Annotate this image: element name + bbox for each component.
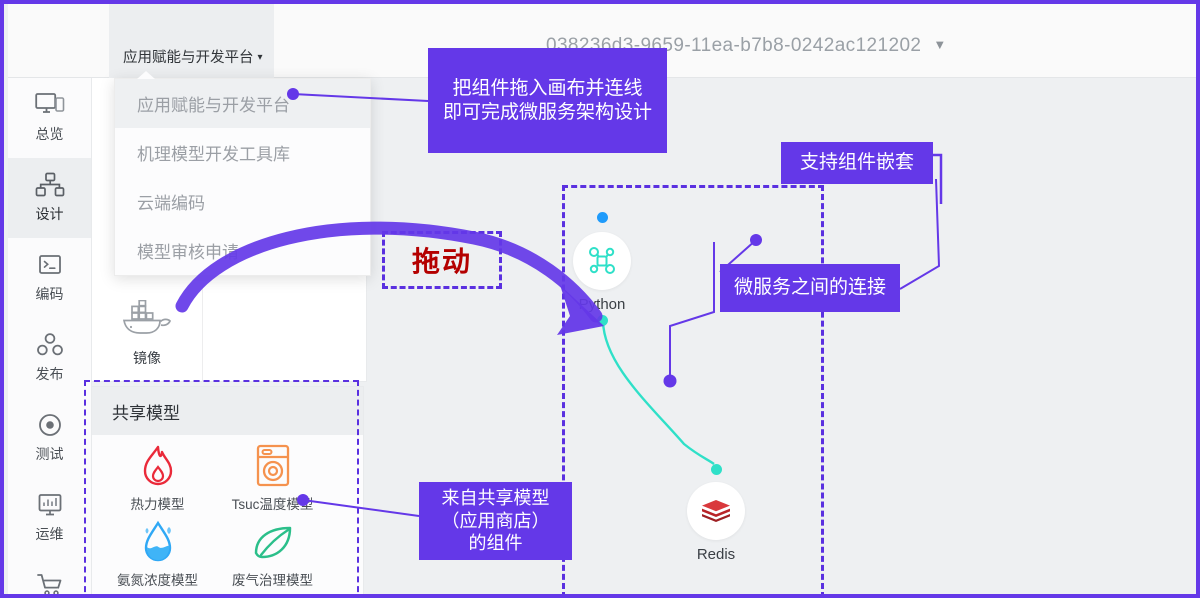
sidebar-item-test[interactable]: 测试 bbox=[8, 398, 91, 478]
shared-models-grid: 热力模型 Tsuc温度模型 氨氮浓度模 bbox=[92, 435, 363, 594]
node-circle bbox=[573, 232, 631, 290]
sidebar: 总览 设计 编码 发布 bbox=[8, 78, 92, 594]
canvas-node-python[interactable]: Python bbox=[542, 232, 662, 313]
sitemap-icon bbox=[35, 172, 64, 197]
chart-monitor-icon bbox=[38, 494, 61, 516]
callout-line: 即可完成微服务架构设计 bbox=[442, 101, 652, 123]
machine-icon bbox=[256, 444, 289, 487]
dropdown-item-3[interactable]: 模型审核申请 bbox=[137, 243, 239, 262]
target-icon bbox=[38, 414, 61, 436]
nested-component-group[interactable] bbox=[562, 185, 824, 594]
shared-model-thermal[interactable]: 热力模型 bbox=[100, 443, 215, 519]
callout-line: （应用商店） bbox=[441, 510, 550, 531]
sidebar-item-label: 设计 bbox=[35, 206, 64, 222]
palette-item-empty bbox=[202, 286, 312, 382]
palette-item-image[interactable]: 镜像 bbox=[92, 286, 203, 382]
cart-icon bbox=[36, 574, 61, 594]
redis-icon bbox=[702, 500, 730, 522]
sidebar-item-store[interactable]: 商店 bbox=[8, 558, 91, 594]
flame-icon bbox=[143, 445, 172, 486]
shared-model-label: Tsuc温度模型 bbox=[231, 497, 314, 512]
node-label: Redis bbox=[696, 546, 736, 563]
callout-canvas-drag: 把组件拖入画布并连线 即可完成微服务架构设计 bbox=[428, 48, 667, 153]
sidebar-item-label: 测试 bbox=[35, 446, 64, 462]
sidebar-item-design[interactable]: 设计 bbox=[8, 158, 91, 238]
node-port-bottom[interactable] bbox=[597, 315, 608, 326]
canvas-node-redis[interactable]: Redis bbox=[656, 482, 776, 563]
sidebar-item-label: 运维 bbox=[35, 526, 64, 542]
dropdown-item-0[interactable]: 应用赋能与开发平台 bbox=[115, 79, 370, 128]
sidebar-item-label: 发布 bbox=[35, 366, 64, 382]
sidebar-item-operations[interactable]: 运维 bbox=[8, 478, 91, 558]
sidebar-item-publish[interactable]: 发布 bbox=[8, 318, 91, 398]
callout-line: 微服务之间的连接 bbox=[733, 277, 886, 299]
callout-shared-source: 来自共享模型 （应用商店） 的组件 bbox=[419, 482, 572, 560]
docker-whale-icon bbox=[122, 300, 172, 334]
callout-line: 支持组件嵌套 bbox=[799, 152, 914, 174]
sidebar-item-label: 总览 bbox=[35, 126, 64, 142]
callout-connection: 微服务之间的连接 bbox=[720, 264, 900, 312]
python-service-icon bbox=[589, 247, 615, 274]
redis-port-top[interactable] bbox=[711, 464, 722, 475]
node-label: Python bbox=[578, 296, 626, 313]
terminal-icon bbox=[38, 255, 61, 274]
platform-tab-label: 应用赋能与开发平台▾ bbox=[123, 46, 263, 67]
monitor-icon bbox=[34, 93, 64, 113]
chevron-down-icon: ▾ bbox=[257, 52, 263, 63]
nodes-icon bbox=[36, 333, 63, 356]
shared-model-label: 热力模型 bbox=[130, 497, 185, 512]
platform-tab-text: 应用赋能与开发平台 bbox=[123, 50, 254, 66]
node-port-top[interactable] bbox=[597, 212, 608, 223]
dropdown-item-2[interactable]: 云端编码 bbox=[137, 194, 205, 213]
shared-model-ammonia[interactable]: 氨氮浓度模型 bbox=[100, 519, 215, 594]
callout-nesting: 支持组件嵌套 bbox=[781, 142, 933, 184]
platform-tab[interactable]: 应用赋能与开发平台▾ bbox=[109, 4, 274, 78]
shared-model-tsuc[interactable]: Tsuc温度模型 bbox=[215, 443, 330, 519]
shared-model-exhaust[interactable]: 废气治理模型 bbox=[215, 519, 330, 594]
callout-line: 来自共享模型 bbox=[441, 487, 550, 508]
sidebar-item-overview[interactable]: 总览 bbox=[8, 78, 91, 158]
sidebar-item-code[interactable]: 编码 bbox=[8, 238, 91, 318]
sidebar-item-label: 编码 bbox=[35, 286, 64, 302]
platform-dropdown-menu[interactable]: 应用赋能与开发平台 机理模型开发工具库 云端编码 模型审核申请 bbox=[114, 71, 371, 276]
chevron-down-icon[interactable]: ▼ bbox=[933, 37, 947, 52]
callout-line: 把组件拖入画布并连线 bbox=[452, 77, 643, 99]
shared-model-label: 废气治理模型 bbox=[232, 573, 313, 588]
dropdown-item-1[interactable]: 机理模型开发工具库 bbox=[137, 145, 290, 164]
shared-models-panel: 共享模型 热力模型 Tsuc温度模型 bbox=[92, 386, 364, 594]
shared-models-title: 共享模型 bbox=[92, 387, 363, 435]
drag-hint-label: 拖动 bbox=[411, 246, 472, 277]
drag-hint-box: 拖动 bbox=[382, 231, 502, 289]
leaf-icon bbox=[254, 526, 291, 559]
shared-model-label: 氨氮浓度模型 bbox=[117, 573, 198, 588]
node-circle bbox=[687, 482, 745, 540]
callout-line: 的组件 bbox=[468, 533, 523, 554]
water-drop-icon bbox=[144, 520, 171, 562]
palette-item-label: 镜像 bbox=[133, 350, 161, 366]
